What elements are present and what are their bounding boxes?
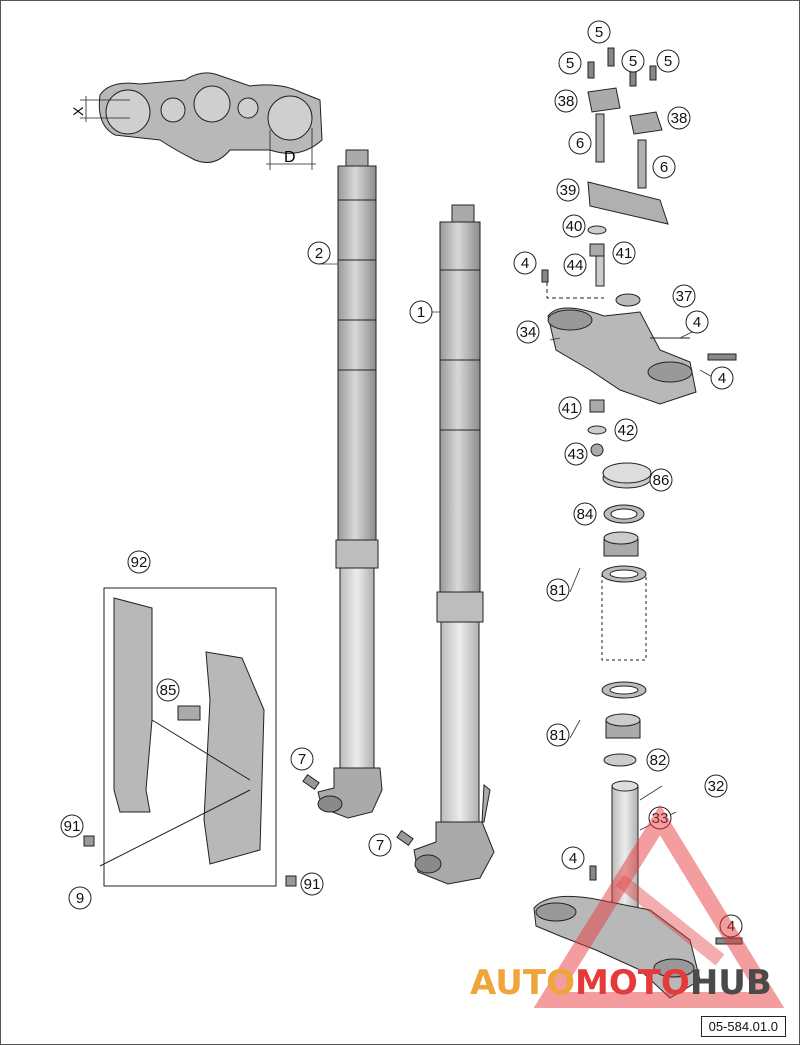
- callout-41: 41: [558, 396, 582, 420]
- callout-4: 4: [710, 366, 734, 390]
- callout-81: 81: [546, 578, 570, 602]
- callout-label: 92: [131, 554, 148, 571]
- callout-label: 43: [568, 446, 585, 463]
- callout-label: 33: [652, 810, 669, 827]
- callout-38: 38: [554, 89, 578, 113]
- callout-label: 7: [298, 751, 306, 768]
- fork-leg-2: [317, 149, 383, 819]
- bearings-and-races: [601, 462, 652, 767]
- callout-label: 4: [521, 255, 529, 272]
- callout-32: 32: [704, 774, 728, 798]
- callout-label: 91: [64, 818, 81, 835]
- callout-label: 7: [376, 837, 384, 854]
- callout-37: 37: [672, 284, 696, 308]
- callout-label: 82: [650, 752, 667, 769]
- callout-label: 4: [727, 918, 735, 935]
- callout-91: 91: [60, 814, 84, 838]
- callout-34: 34: [516, 320, 540, 344]
- callout-label: 38: [558, 93, 575, 110]
- callout-label: 91: [304, 876, 321, 893]
- callout-label: 37: [676, 288, 693, 305]
- callout-33: 33: [648, 806, 672, 830]
- callout-label: 38: [671, 110, 688, 127]
- callout-86: 86: [649, 468, 673, 492]
- callout-label: 84: [577, 506, 594, 523]
- fork-guard-kit: [99, 587, 277, 887]
- callout-4: 4: [685, 310, 709, 334]
- callout-43: 43: [564, 442, 588, 466]
- callout-85: 85: [156, 678, 180, 702]
- watermark-part-2: MOTO: [575, 963, 690, 1003]
- callout-label: 4: [569, 850, 577, 867]
- triple-clamp-detail: [80, 72, 323, 170]
- callout-label: 42: [618, 422, 635, 439]
- callout-41: 41: [612, 241, 636, 265]
- callout-label: 9: [76, 890, 84, 907]
- callout-label: 81: [550, 727, 567, 744]
- callout-38: 38: [667, 106, 691, 130]
- callout-label: 85: [160, 682, 177, 699]
- callout-1: 1: [409, 300, 433, 324]
- callout-label: 5: [629, 53, 637, 70]
- callout-7: 7: [368, 833, 392, 857]
- callout-label: 5: [664, 53, 672, 70]
- watermark-part-1: AUTO: [470, 963, 575, 1003]
- watermark-part-3: HUB: [690, 963, 772, 1003]
- callout-84: 84: [573, 502, 597, 526]
- callout-7: 7: [290, 747, 314, 771]
- callout-6: 6: [568, 131, 592, 155]
- callout-81: 81: [546, 723, 570, 747]
- callout-44: 44: [563, 253, 587, 277]
- callout-label: 41: [562, 400, 579, 417]
- callout-label: 44: [567, 257, 584, 274]
- callout-5: 5: [587, 20, 611, 44]
- callout-label: 6: [660, 159, 668, 176]
- callout-label: 41: [616, 245, 633, 262]
- callout-4: 4: [719, 914, 743, 938]
- callout-40: 40: [562, 214, 586, 238]
- steering-upper-parts: [541, 47, 737, 457]
- callout-5: 5: [558, 51, 582, 75]
- callout-92: 92: [127, 550, 151, 574]
- callout-label: 5: [595, 24, 603, 41]
- callout-91: 91: [300, 872, 324, 896]
- callout-82: 82: [646, 748, 670, 772]
- callout-42: 42: [614, 418, 638, 442]
- watermark-logo: [533, 804, 785, 1008]
- callout-label: 6: [576, 135, 584, 152]
- callout-label: 5: [566, 55, 574, 72]
- callout-2: 2: [307, 241, 331, 265]
- drawing-reference-number: 05-584.01.0: [700, 1016, 786, 1037]
- callout-label: 2: [315, 245, 323, 262]
- callout-label: 86: [653, 472, 670, 489]
- callout-label: 81: [550, 582, 567, 599]
- watermark-text: AUTOMOTOHUB: [470, 963, 772, 1003]
- callout-label: 4: [693, 314, 701, 331]
- callout-label: 39: [560, 182, 577, 199]
- loose-bolts: [83, 774, 414, 887]
- fork-leg-1: [413, 204, 495, 885]
- dimension-d-label: D: [284, 149, 296, 166]
- callout-6: 6: [652, 155, 676, 179]
- callout-label: 4: [718, 370, 726, 387]
- lower-triple-clamp: [533, 780, 743, 999]
- callout-4: 4: [561, 846, 585, 870]
- callout-label: 40: [566, 218, 583, 235]
- dimension-x-label: X: [70, 106, 86, 116]
- callout-39: 39: [556, 178, 580, 202]
- callout-9: 9: [68, 886, 92, 910]
- callout-label: 32: [708, 778, 725, 795]
- callout-label: 1: [417, 304, 425, 321]
- callout-label: 34: [520, 324, 537, 341]
- callout-4: 4: [513, 251, 537, 275]
- callout-5: 5: [656, 49, 680, 73]
- callout-5: 5: [621, 49, 645, 73]
